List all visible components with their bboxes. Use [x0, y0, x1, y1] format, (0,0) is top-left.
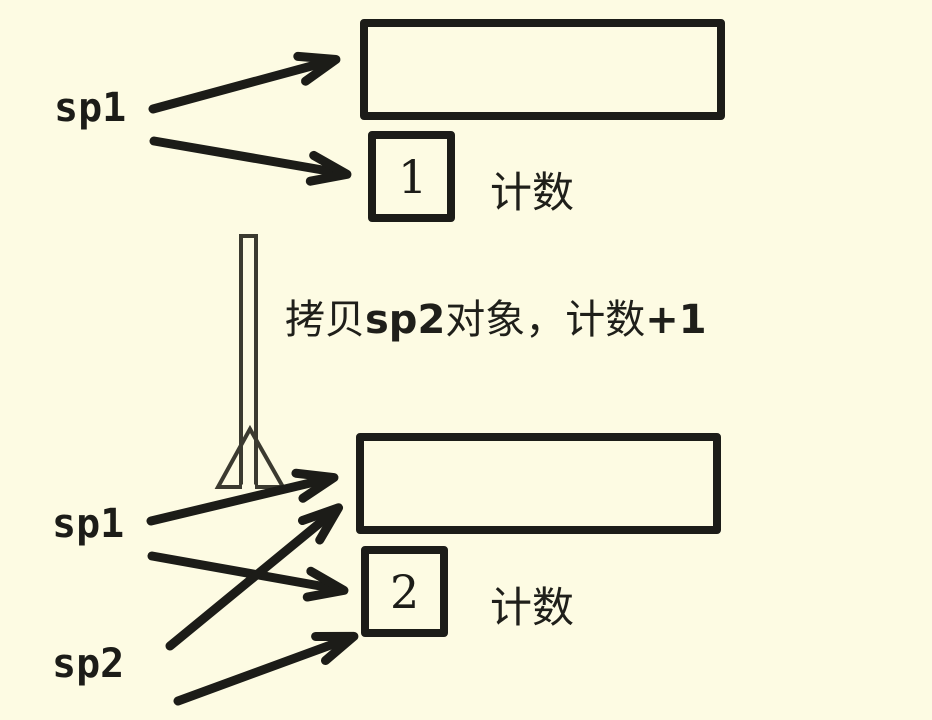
pointer-label-sp1-before: sp1: [54, 85, 127, 131]
count-box-before: [368, 131, 455, 222]
count-value-before: 1: [398, 150, 428, 204]
arrow-sp1-to-object-before: [148, 47, 339, 114]
count-caption-before: 计数: [490, 168, 575, 217]
object-block-before: [360, 19, 725, 120]
count-box-after: [361, 546, 448, 637]
transition-caption-emphasis-plus-one: +1: [645, 297, 707, 343]
transition-block-arrow: [214, 234, 287, 490]
transition-caption: 拷贝sp2对象，计数+1: [285, 300, 707, 340]
pointer-label-sp1-after: sp1: [52, 501, 125, 547]
arrow-sp1-to-object-after: [146, 465, 337, 526]
arrow-sp1-to-count-before: [149, 136, 349, 187]
object-block-after: [356, 433, 721, 534]
count-value-after: 2: [390, 565, 420, 619]
arrow-sp1-to-count-after: [147, 551, 346, 603]
arrow-sp2-to-object-after: [165, 498, 347, 651]
transition-caption-middle: 对象，计数: [445, 297, 646, 343]
transition-caption-emphasis-sp2: sp2: [365, 297, 446, 343]
arrow-sp2-to-count-after: [173, 624, 358, 706]
transition-caption-prefix: 拷贝: [285, 297, 365, 343]
count-caption-after: 计数: [490, 583, 575, 632]
pointer-label-sp2-after: sp2: [52, 641, 125, 687]
